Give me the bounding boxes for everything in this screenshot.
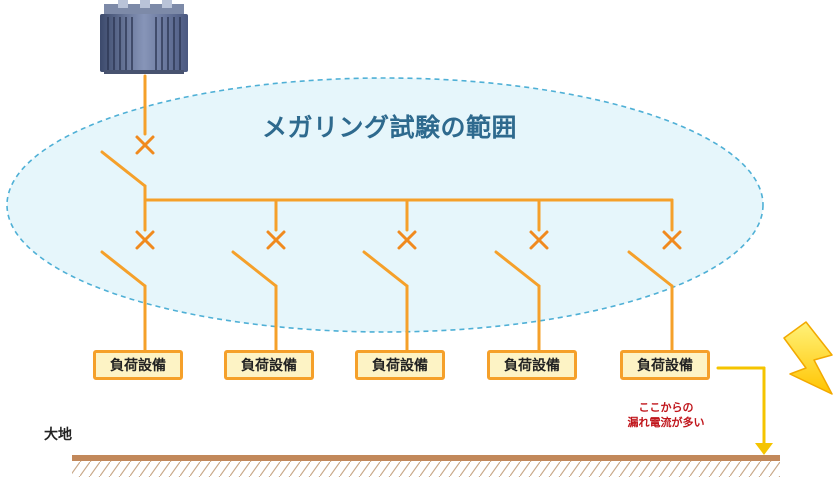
transformer-image bbox=[100, 0, 188, 74]
branch-switch-blade-3 bbox=[362, 250, 409, 288]
branch-circuit-2 bbox=[231, 198, 286, 352]
leak-current-note: ここからの 漏れ電流が多い bbox=[606, 400, 726, 430]
ground-bar bbox=[72, 455, 780, 461]
lightning-icon bbox=[783, 321, 833, 395]
branch-breaker-cross-icon bbox=[397, 230, 417, 250]
leak-note-line-2: 漏れ電流が多い bbox=[627, 416, 705, 429]
branch-switch-blade-4 bbox=[494, 250, 541, 288]
leak-arrow-icon bbox=[755, 443, 773, 455]
branch-circuit-4 bbox=[494, 198, 549, 352]
main-switch-blade bbox=[100, 150, 147, 188]
leak-note-line-1: ここからの bbox=[638, 401, 694, 414]
load-equipment-box: 負荷設備 bbox=[355, 350, 445, 380]
load-equipment-box: 負荷設備 bbox=[224, 350, 314, 380]
branch-circuit-5 bbox=[627, 198, 682, 352]
branch-breaker-cross-icon bbox=[529, 230, 549, 250]
branch-breaker-cross-icon bbox=[266, 230, 286, 250]
test-range-title: メガリング試験の範囲 bbox=[262, 113, 518, 142]
ground-label: 大地 bbox=[44, 427, 72, 443]
load-equipment-box: 負荷設備 bbox=[620, 350, 710, 380]
branch-switch-blade-2 bbox=[231, 250, 278, 288]
ground-hatching bbox=[72, 461, 780, 477]
test-range-ellipse bbox=[6, 77, 764, 333]
branch-switch-blade-5 bbox=[627, 250, 674, 288]
main-breaker-cross-icon bbox=[135, 135, 155, 155]
branch-switch-blade-1 bbox=[100, 250, 147, 288]
branch-circuit-3 bbox=[362, 198, 417, 352]
branch-circuit-1 bbox=[100, 198, 155, 352]
load-equipment-box: 負荷設備 bbox=[487, 350, 577, 380]
leak-path bbox=[716, 366, 766, 447]
branch-breaker-cross-icon bbox=[135, 230, 155, 250]
load-equipment-box: 負荷設備 bbox=[93, 350, 183, 380]
branch-breaker-cross-icon bbox=[662, 230, 682, 250]
